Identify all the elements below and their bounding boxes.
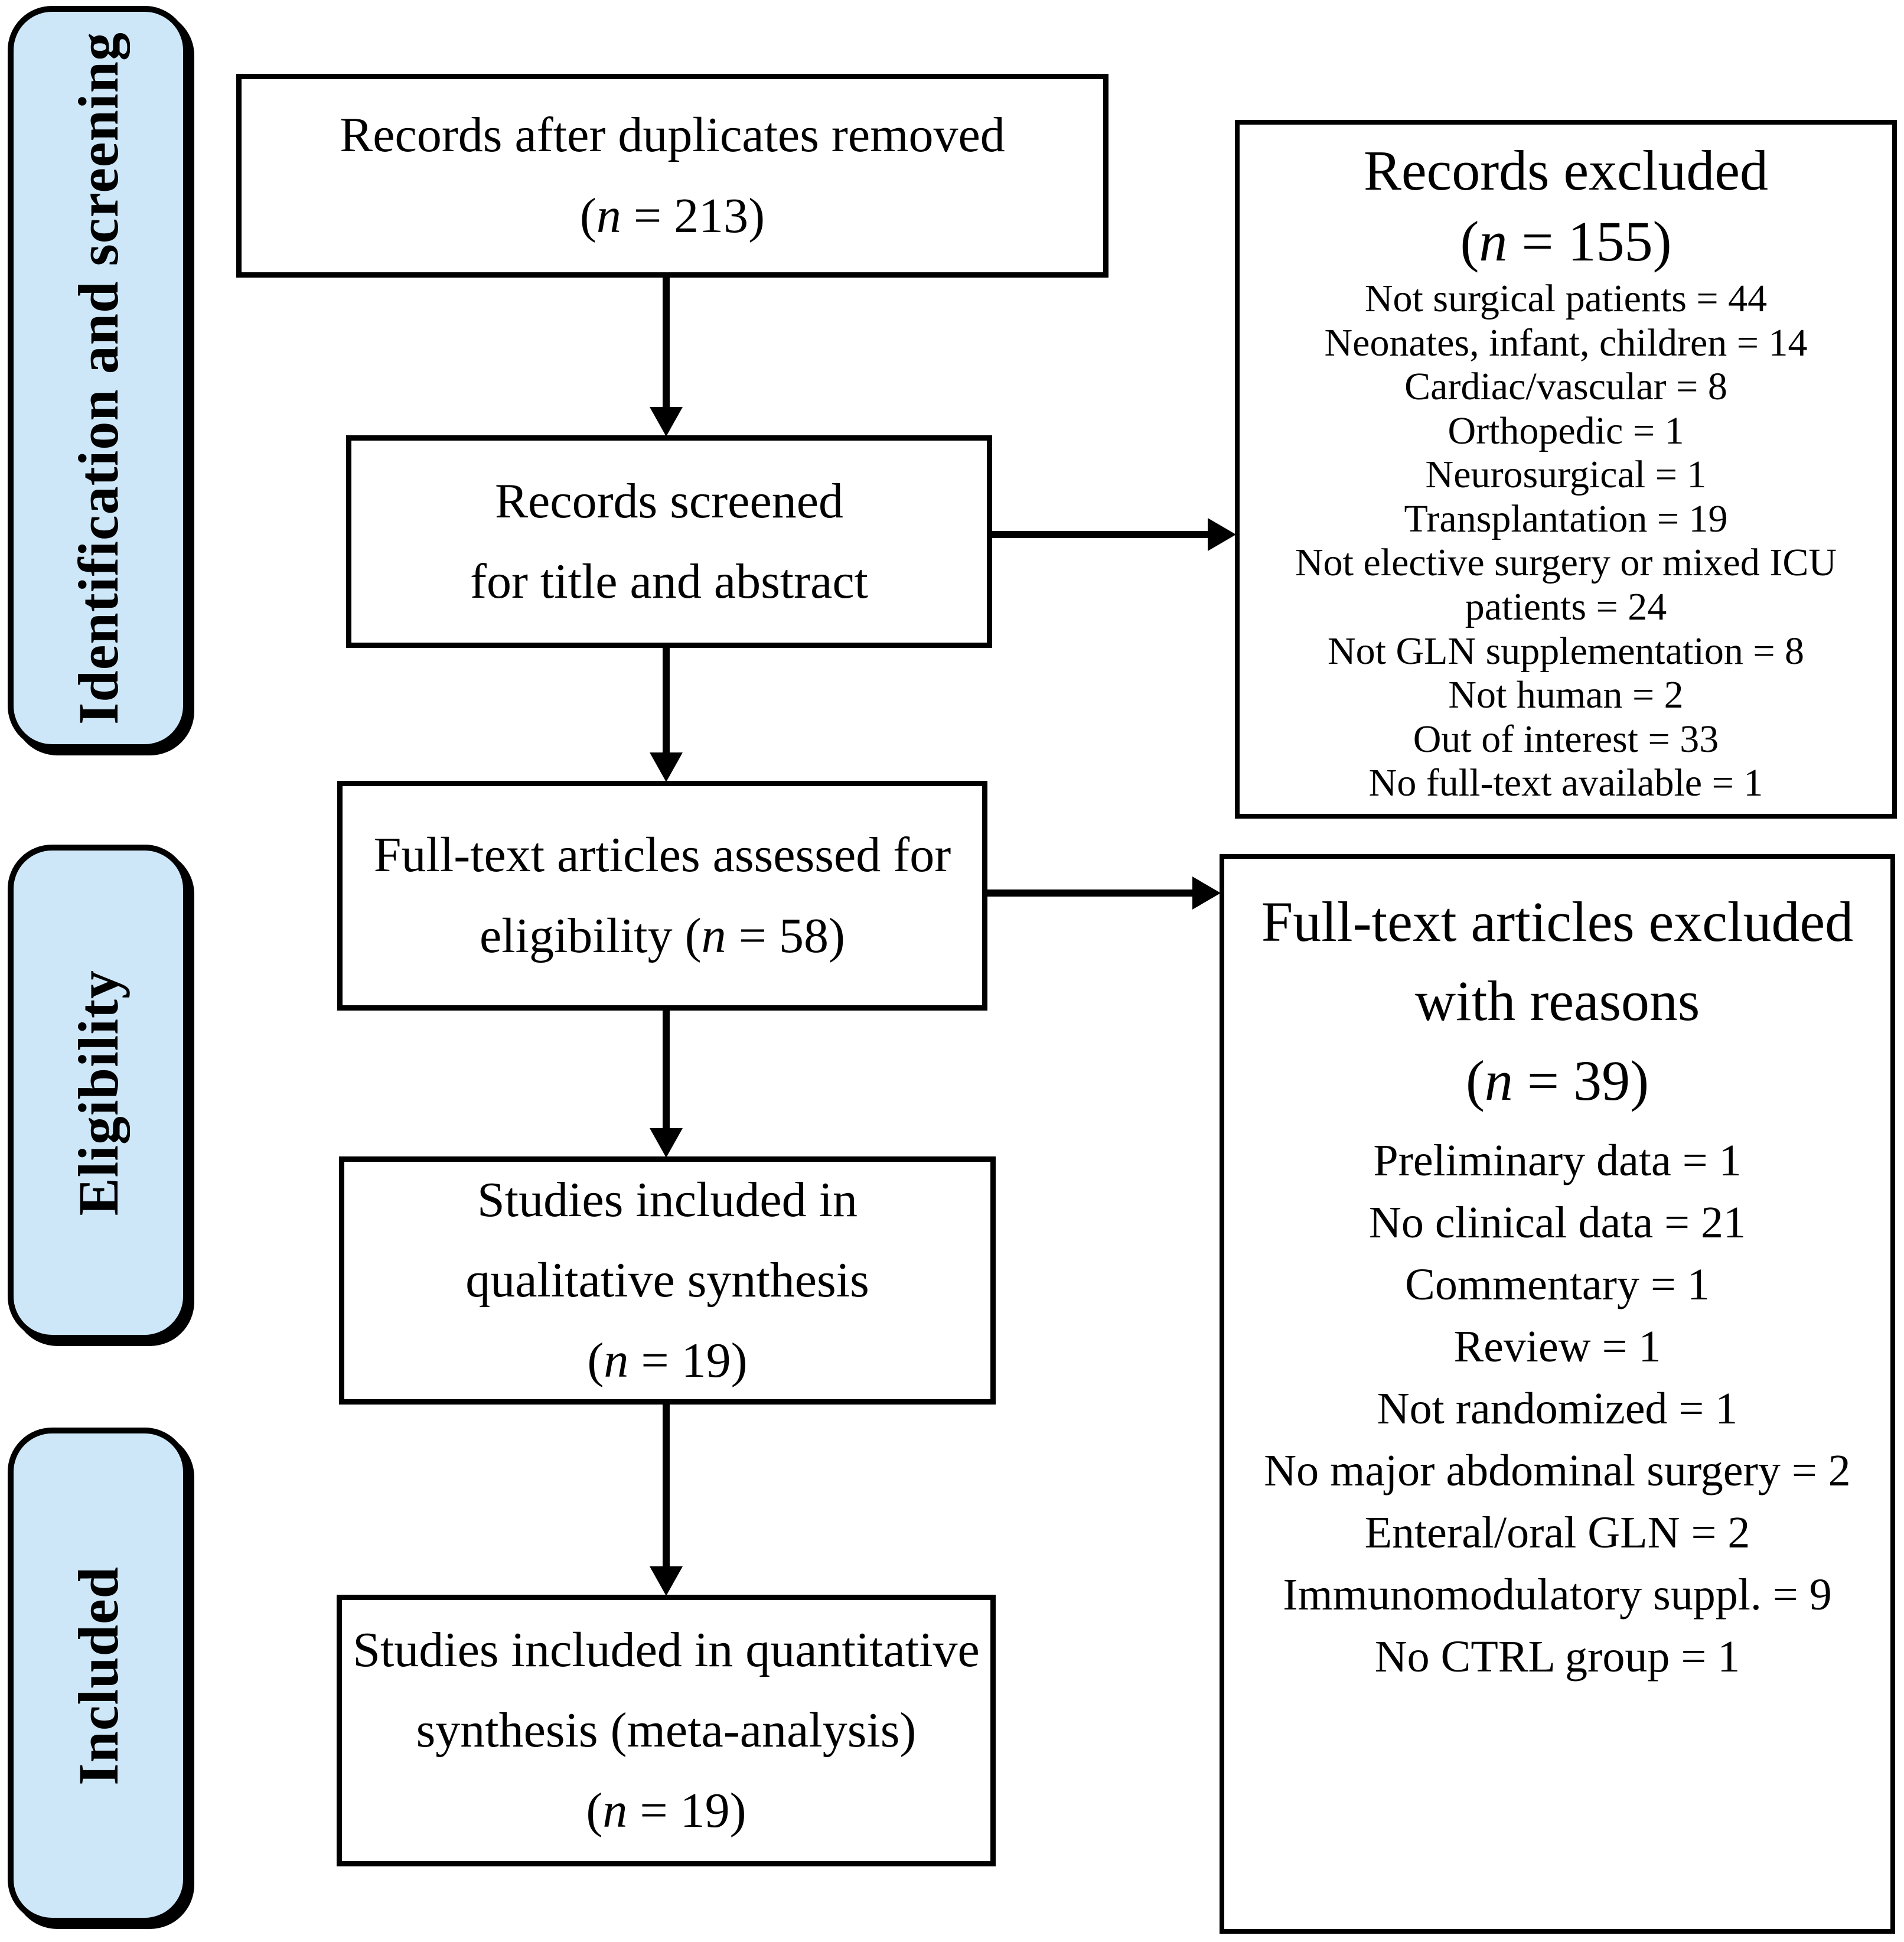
excluded-reason: Not human = 2 (1448, 673, 1684, 717)
arrow-down-qualitative-to-quantitative (650, 1403, 683, 1596)
excluded-reason: Neurosurgical = 1 (1425, 453, 1707, 497)
box-count: eligibility (n = 58) (480, 908, 845, 963)
excluded-reason: Not elective surgery or mixed ICU patien… (1295, 541, 1837, 629)
stage-identification-and-screening: Identification and screening (8, 6, 189, 750)
box-text-line: Studies included in (477, 1172, 858, 1227)
excluded-reason: Not surgical patients = 44 (1364, 277, 1768, 320)
excluded-reason: Not randomized = 1 (1377, 1384, 1738, 1434)
excluded-reason: Cardiac/vascular = 8 (1404, 365, 1727, 409)
stage-included: Included (8, 1428, 189, 1924)
records-excluded-count: (n = 155) (1460, 210, 1672, 273)
arrow-shaft (663, 647, 670, 752)
arrow-down-screened-to-fulltext (650, 647, 683, 782)
fulltext-excluded-box: Full-text articles excluded with reasons… (1220, 854, 1895, 1934)
excluded-reason: Preliminary data = 1 (1373, 1136, 1742, 1186)
excluded-reason: No full-text available = 1 (1368, 761, 1763, 805)
box-count: (n = 19) (587, 1333, 748, 1389)
excluded-reason: Transplantation = 19 (1404, 497, 1728, 540)
arrow-shaft (663, 1009, 670, 1128)
excluded-reason: Enteral/oral GLN = 2 (1364, 1508, 1750, 1558)
arrow-head (650, 752, 683, 782)
arrow-shaft (986, 889, 1192, 897)
box-count: (n = 213) (579, 188, 765, 243)
box-text-line: qualitative synthesis (465, 1252, 869, 1308)
excluded-reason: Not GLN supplementation = 8 (1327, 629, 1805, 673)
excluded-reason: Review = 1 (1453, 1322, 1661, 1372)
arrow-right-fulltext-to-excluded (986, 876, 1221, 910)
box-text-line: Records screened (494, 473, 844, 529)
records-excluded-box: Records excluded (n = 155) Not surgical … (1235, 120, 1897, 819)
box-text-line: Full-text articles assessed for (373, 827, 951, 883)
excluded-reason: Out of interest = 33 (1413, 717, 1719, 761)
box-text-line: synthesis (meta-analysis) (416, 1702, 917, 1758)
fulltext-excluded-title: with reasons (1414, 969, 1700, 1033)
arrow-shaft (663, 1403, 670, 1566)
flow-box-qualitative-synthesis: Studies included in qualitative synthesi… (339, 1156, 996, 1405)
arrow-head (650, 1566, 683, 1596)
box-text-line: Records after duplicates removed (340, 107, 1005, 163)
stage-label: Eligibility (67, 969, 130, 1216)
flow-box-quantitative-synthesis: Studies included in quantitative synthes… (337, 1595, 996, 1866)
arrow-down-fulltext-to-qualitative (650, 1009, 683, 1158)
box-text-line: for title and abstract (470, 554, 869, 609)
flow-box-records-screened: Records screened for title and abstract (346, 435, 992, 648)
arrow-shaft (663, 276, 670, 407)
arrow-head (650, 407, 683, 436)
excluded-reason: Orthopedic = 1 (1447, 409, 1684, 452)
excluded-reason: Neonates, infant, children = 14 (1324, 321, 1808, 364)
excluded-reason: Immunomodulatory suppl. = 9 (1283, 1570, 1832, 1620)
arrow-down-duplicates-to-screened (650, 276, 683, 436)
fulltext-excluded-count: (n = 39) (1465, 1048, 1649, 1112)
arrow-shaft (991, 531, 1208, 538)
stage-label: Included (67, 1566, 130, 1785)
box-text-line: Studies included in quantitative (353, 1622, 980, 1677)
arrow-right-screened-to-excluded (991, 518, 1236, 551)
arrow-head (650, 1128, 683, 1158)
excluded-reason: No major abdominal surgery = 2 (1264, 1446, 1851, 1496)
excluded-reason: No CTRL group = 1 (1374, 1632, 1740, 1682)
stage-eligibility: Eligibility (8, 845, 189, 1341)
arrow-head (1192, 876, 1221, 910)
fulltext-excluded-title: Full-text articles excluded (1261, 890, 1854, 953)
arrow-head (1208, 518, 1236, 551)
excluded-reason: Commentary = 1 (1405, 1260, 1710, 1310)
flow-box-fulltext-assessed: Full-text articles assessed for eligibil… (337, 781, 987, 1011)
stage-label: Identification and screening (67, 31, 130, 725)
records-excluded-title: Records excluded (1363, 139, 1769, 202)
flow-box-records-after-duplicates: Records after duplicates removed (n = 21… (236, 74, 1109, 278)
excluded-reason: No clinical data = 21 (1369, 1198, 1746, 1248)
box-count: (n = 19) (586, 1783, 746, 1839)
